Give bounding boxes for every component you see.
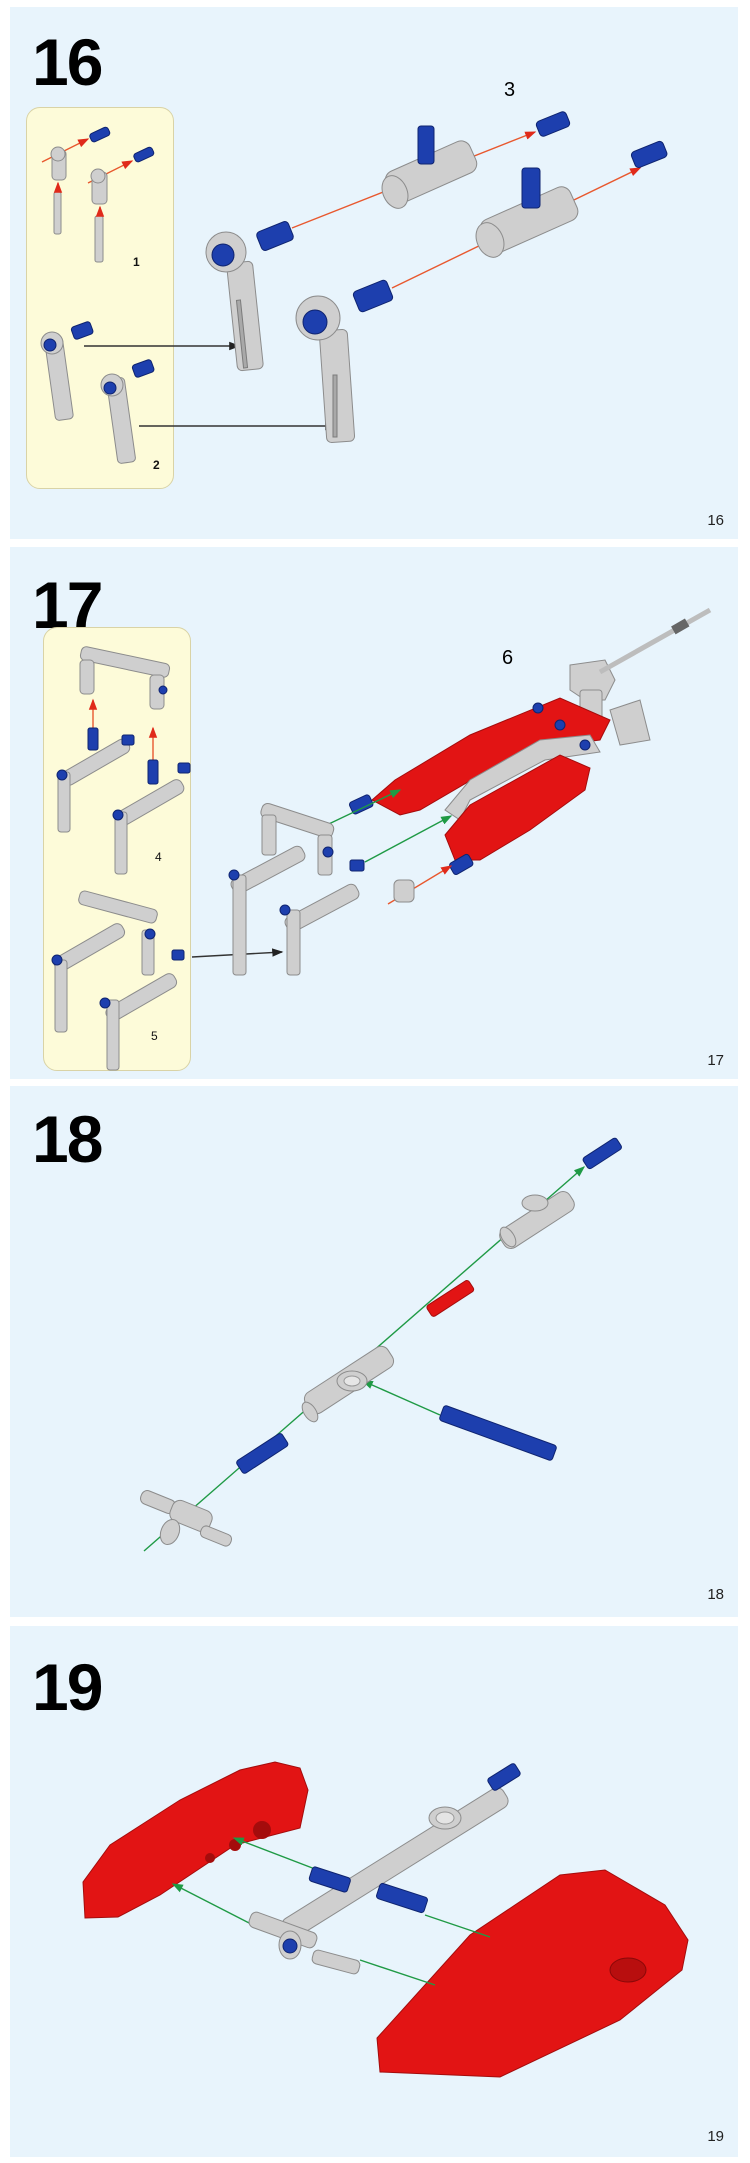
page-number: 18 [707, 1586, 724, 1603]
step-panel-17: 17 6 4 5 17 [10, 547, 738, 1079]
page-number: 19 [707, 2128, 724, 2145]
step-panel-16: 16 3 1 2 16 [10, 7, 738, 539]
sub-step-number: 5 [151, 1029, 158, 1043]
sub-assembly-callout: 4 5 [43, 627, 191, 1071]
step-number: 18 [32, 1102, 103, 1176]
sub-step-number: 2 [153, 458, 160, 472]
page-number: 16 [707, 512, 724, 529]
sub-step-number: 4 [155, 850, 162, 864]
step-panel-18: 18 18 [10, 1086, 738, 1617]
step-number: 19 [32, 1650, 103, 1724]
page-number: 17 [707, 1052, 724, 1069]
step-number: 16 [32, 25, 103, 99]
quantity-label: 3 [504, 79, 516, 101]
quantity-label: 6 [502, 647, 514, 669]
step-panel-19: 19 19 [10, 1626, 738, 2157]
sub-assembly-callout: 1 2 [26, 107, 174, 489]
sub-step-number: 1 [133, 255, 140, 269]
